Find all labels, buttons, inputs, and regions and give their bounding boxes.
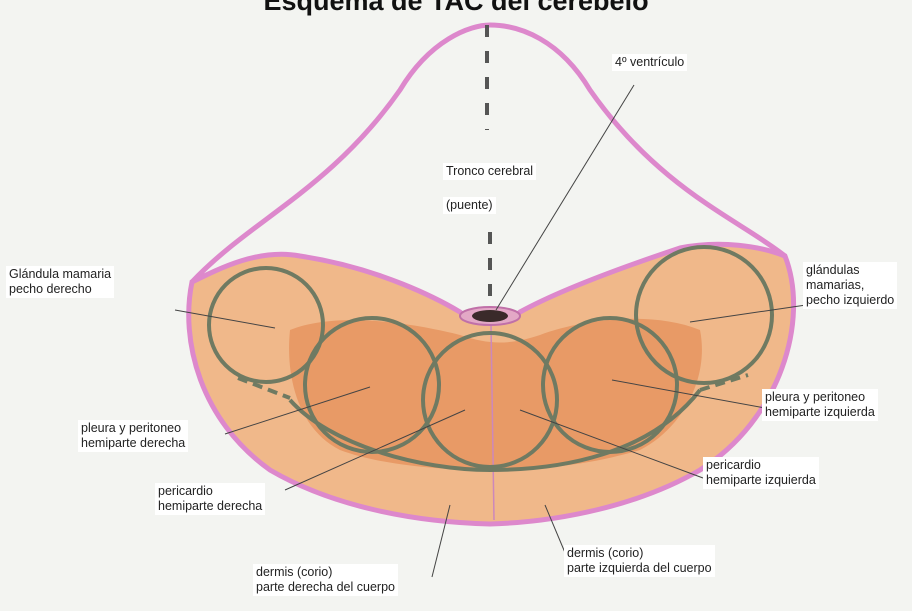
label-4-ventriculo-text: 4º ventrículo: [615, 55, 684, 70]
label-pleura-izq-line2: hemiparte izquierda: [765, 405, 875, 420]
label-pleura-der-line2: hemiparte derecha: [81, 436, 185, 451]
label-glandulas-izquierdo: glándulas mamarias, pecho izquierdo: [803, 262, 897, 309]
label-puente: (puente): [443, 197, 496, 214]
label-dermis-izquierda: dermis (corio) parte izquierda del cuerp…: [564, 545, 715, 577]
label-dermis-derecha: dermis (corio) parte derecha del cuerpo: [253, 564, 398, 596]
label-pleura-derecha: pleura y peritoneo hemiparte derecha: [78, 420, 188, 452]
label-glandulas-izq-line1: glándulas: [806, 263, 894, 278]
label-puente-text: (puente): [446, 198, 493, 213]
label-pleura-izquierda: pleura y peritoneo hemiparte izquierda: [762, 389, 878, 421]
label-glandulas-izq-line3: pecho izquierdo: [806, 293, 894, 308]
label-pericardio-izq-line1: pericardio: [706, 458, 816, 473]
label-pericardio-derecha: pericardio hemiparte derecha: [155, 483, 265, 515]
label-pericardio-der-line1: pericardio: [158, 484, 262, 499]
ventricle-core: [472, 310, 508, 322]
label-dermis-izq-line2: parte izquierda del cuerpo: [567, 561, 712, 576]
label-glandulas-izq-line2: mamarias,: [806, 278, 894, 293]
label-pericardio-izq-line2: hemiparte izquierda: [706, 473, 816, 488]
label-dermis-der-line1: dermis (corio): [256, 565, 395, 580]
label-glandula-derecha-line2: pecho derecho: [9, 282, 111, 297]
label-tronco-text: Tronco cerebral: [446, 164, 533, 179]
label-tronco-cerebral: Tronco cerebral: [443, 163, 536, 180]
label-dermis-izq-line1: dermis (corio): [567, 546, 712, 561]
label-dermis-der-line2: parte derecha del cuerpo: [256, 580, 395, 595]
label-pericardio-der-line2: hemiparte derecha: [158, 499, 262, 514]
label-pleura-der-line1: pleura y peritoneo: [81, 421, 185, 436]
label-glandula-derecha-line1: Glándula mamaria: [9, 267, 111, 282]
label-glandula-derecha: Glándula mamaria pecho derecho: [6, 266, 114, 298]
label-pleura-izq-line1: pleura y peritoneo: [765, 390, 875, 405]
label-pericardio-izquierda: pericardio hemiparte izquierda: [703, 457, 819, 489]
label-4-ventriculo: 4º ventrículo: [612, 54, 687, 71]
